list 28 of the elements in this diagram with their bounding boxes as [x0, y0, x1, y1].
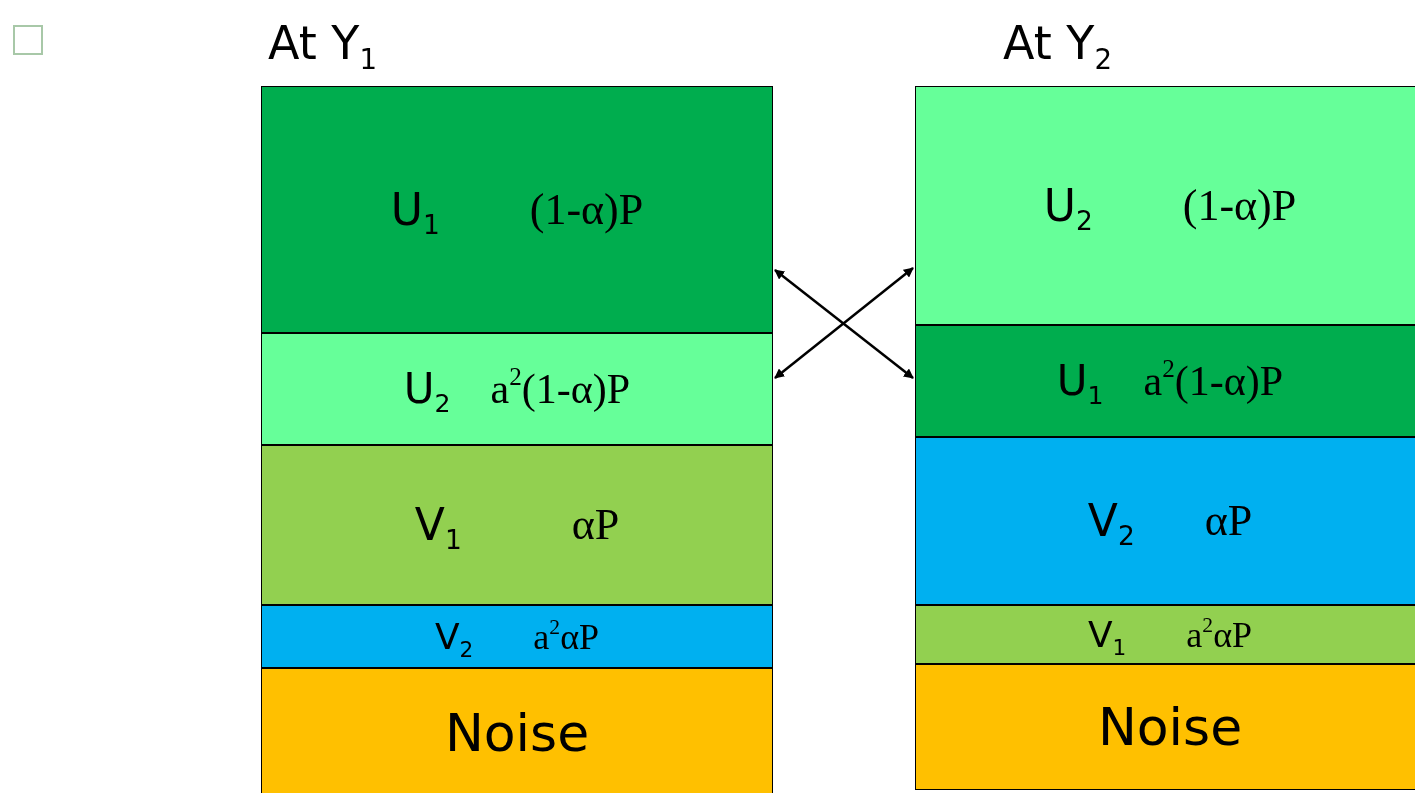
signal-label: V$_{2}$	[1087, 499, 1135, 543]
power-label: a$^{2}$(1-α)P	[1143, 360, 1284, 402]
power-label: αP	[1204, 499, 1253, 543]
power-band	[261, 445, 773, 605]
power-band	[915, 86, 1415, 325]
signal-label: U$_{2}$	[403, 368, 451, 410]
power-label: a$^{2}$αP	[533, 618, 600, 655]
signal-label: V$_{1}$	[1087, 616, 1127, 653]
signal-label: U$_{2}$	[1043, 183, 1093, 228]
power-label: a$^{2}$αP	[1186, 616, 1253, 653]
power-band	[915, 664, 1415, 790]
signal-label: U$_{1}$	[390, 187, 440, 232]
power-band	[915, 605, 1415, 664]
power-label: (1-α)P	[529, 187, 644, 232]
power-label: a$^{2}$(1-α)P	[490, 368, 631, 410]
band-label: Noise	[444, 707, 590, 759]
signal-label: U$_{1}$	[1056, 360, 1104, 402]
power-band	[261, 333, 773, 445]
signal-label: V$_{1}$	[414, 503, 462, 547]
power-band	[915, 325, 1415, 437]
power-band	[261, 86, 773, 333]
power-band	[915, 437, 1415, 605]
power-band	[261, 668, 773, 793]
power-band	[261, 605, 773, 668]
band-label: Noise	[1097, 701, 1243, 753]
power-label: αP	[571, 503, 620, 547]
signal-label: V$_{2}$	[434, 618, 474, 655]
power-label: (1-α)P	[1182, 183, 1297, 228]
